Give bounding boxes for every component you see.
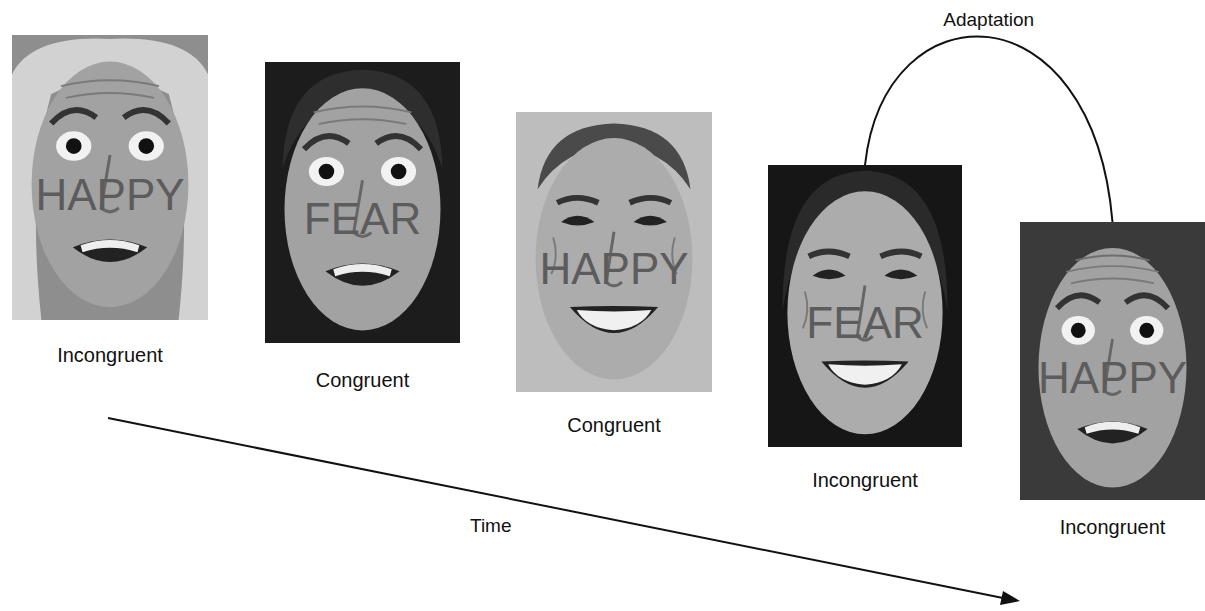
emotion-word: HAPPY [35,173,184,217]
condition-label: Incongruent [1060,516,1166,538]
condition-label: Incongruent [812,469,918,491]
emotion-word: FEAR [304,197,421,241]
face-stimulus: HAPPYIncongruent [12,35,208,320]
condition-label: Congruent [567,414,660,436]
face-stimulus: HAPPYIncongruent [1020,222,1205,500]
face-stimulus: FEARIncongruent [768,165,962,447]
axis-label: Time [470,516,512,537]
condition-label: Incongruent [57,344,163,366]
emotion-word: HAPPY [1038,356,1187,400]
edge-label: Adaptation [940,10,1037,31]
condition-label: Congruent [316,369,409,391]
face-stimulus: FEARCongruent [265,62,460,343]
emotion-word: FEAR [806,301,923,345]
emotion-word: HAPPY [539,247,688,291]
adaptation-arc [865,36,1113,222]
face-stimulus: HAPPYCongruent [516,112,712,392]
